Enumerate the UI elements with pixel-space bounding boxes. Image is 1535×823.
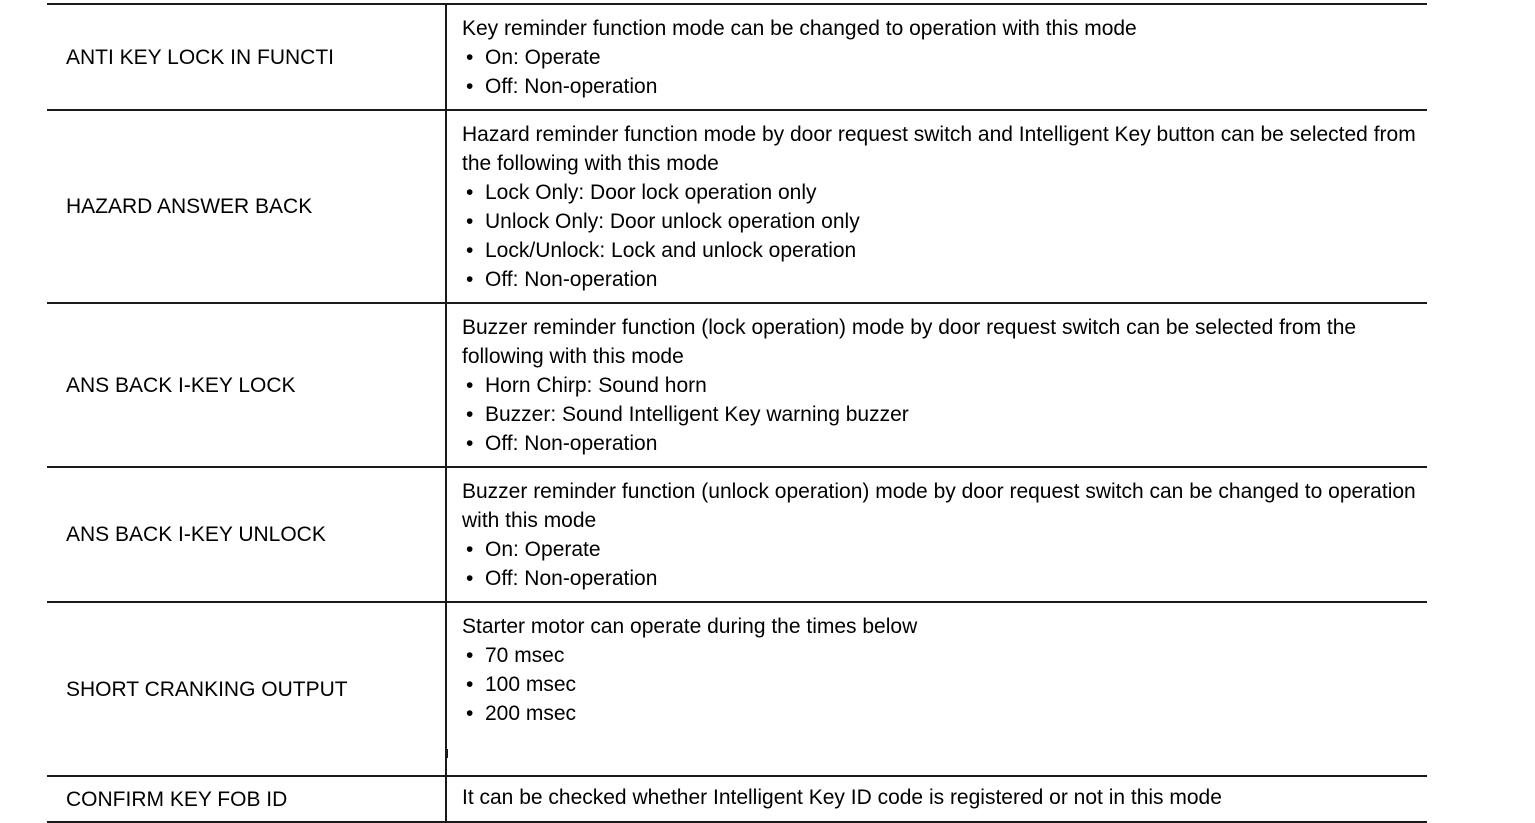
description-text: Key reminder function mode can be change… [462, 17, 1137, 40]
description-text: Buzzer reminder function (lock operation… [462, 316, 1357, 368]
option-label: 70 msec [485, 644, 565, 667]
option-label: Unlock Only: Door unlock operation only [485, 210, 860, 233]
option-label: Off: Non-operation [485, 567, 658, 590]
bullet-icon: • [466, 268, 474, 291]
next-row-partial [47, 749, 1427, 758]
item-name-label: SHORT CRANKING OUTPUT [66, 677, 348, 701]
list-item: • Lock/Unlock: Lock and unlock operation [462, 236, 1417, 265]
description-text: It can be checked whether Intelligent Ke… [462, 786, 1222, 809]
list-item: • Off: Non-operation [462, 564, 1417, 593]
option-list: • 70 msec • 100 msec • 200 msec [462, 641, 1417, 728]
bullet-icon: • [466, 75, 474, 98]
item-description-cell: Buzzer reminder function (unlock operati… [446, 466, 1427, 603]
option-list: • Horn Chirp: Sound horn • Buzzer: Sound I… [462, 371, 1417, 458]
list-item: • Off: Non-operation [462, 429, 1417, 458]
option-label: On: Operate [485, 46, 601, 69]
list-item: • Unlock Only: Door unlock operation only [462, 207, 1417, 236]
item-description-cell: Buzzer reminder function (lock operation… [446, 302, 1427, 468]
table-row: ANS BACK I-KEY UNLOCK Buzzer reminder fu… [47, 466, 1427, 603]
bullet-icon: • [466, 538, 474, 561]
column-divider-rule [446, 749, 448, 758]
table-row: ANS BACK I-KEY LOCK Buzzer reminder func… [47, 302, 1427, 468]
item-name-cell: ANTI KEY LOCK IN FUNCTI [47, 3, 447, 111]
work-support-item-table: ANTI KEY LOCK IN FUNCTI Key reminder fun… [47, 3, 1427, 823]
bullet-icon: • [466, 181, 474, 204]
list-item: • 200 msec [462, 699, 1417, 728]
description-text: Starter motor can operate during the tim… [462, 615, 918, 638]
bullet-icon: • [466, 673, 474, 696]
table-row: SHORT CRANKING OUTPUT Starter motor can … [47, 601, 1427, 777]
bullet-icon: • [466, 210, 474, 233]
item-name-label: ANS BACK I-KEY UNLOCK [66, 523, 326, 546]
option-label: Off: Non-operation [485, 432, 658, 455]
option-list: • On: Operate • Off: Non-operation [462, 535, 1417, 593]
option-label: 200 msec [485, 702, 577, 725]
list-item: • On: Operate [462, 535, 1417, 564]
bullet-icon: • [466, 432, 474, 455]
option-label: Lock/Unlock: Lock and unlock operation [485, 239, 857, 262]
item-name-cell: ANS BACK I-KEY UNLOCK [47, 466, 447, 603]
option-label: Off: Non-operation [485, 75, 658, 98]
table-row: CONFIRM KEY FOB ID It can be checked whe… [47, 775, 1427, 823]
table-row: HAZARD ANSWER BACK Hazard reminder funct… [47, 109, 1427, 304]
list-item: • Off: Non-operation [462, 72, 1417, 101]
bullet-icon: • [466, 644, 474, 667]
item-name-label: HAZARD ANSWER BACK [66, 195, 313, 218]
list-item: • On: Operate [462, 43, 1417, 72]
item-name-label: ANS BACK I-KEY LOCK [66, 373, 296, 397]
option-label: 100 msec [485, 673, 577, 696]
list-item: • Off: Non-operation [462, 265, 1417, 294]
list-item: • Lock Only: Door lock operation only [462, 178, 1417, 207]
item-name-label: CONFIRM KEY FOB ID [66, 787, 288, 811]
description-text: Hazard reminder function mode by door re… [462, 123, 1416, 175]
list-item: • 70 msec [462, 641, 1417, 670]
table-row: ANTI KEY LOCK IN FUNCTI Key reminder fun… [47, 3, 1427, 111]
option-list: • Lock Only: Door lock operation only • Un… [462, 178, 1417, 294]
item-name-cell: HAZARD ANSWER BACK [47, 109, 447, 304]
bullet-icon: • [466, 702, 474, 725]
description-text: Buzzer reminder function (unlock operati… [462, 480, 1416, 532]
bullet-icon: • [466, 403, 474, 426]
item-description-cell: Hazard reminder function mode by door re… [446, 109, 1427, 304]
item-name-cell: CONFIRM KEY FOB ID [47, 775, 447, 823]
option-list: • On: Operate • Off: Non-operation [462, 43, 1417, 101]
item-name-cell: SHORT CRANKING OUTPUT [47, 601, 447, 777]
list-item: • Horn Chirp: Sound horn [462, 371, 1417, 400]
option-label: Buzzer: Sound Intelligent Key warning bu… [485, 403, 909, 426]
option-label: Horn Chirp: Sound horn [485, 374, 707, 397]
option-label: On: Operate [485, 538, 601, 561]
document-page: ANTI KEY LOCK IN FUNCTI Key reminder fun… [47, 3, 1427, 823]
bullet-icon: • [466, 567, 474, 590]
item-description-cell: It can be checked whether Intelligent Ke… [446, 775, 1427, 823]
option-label: Lock Only: Door lock operation only [485, 181, 817, 204]
item-name-cell: ANS BACK I-KEY LOCK [47, 302, 447, 468]
bullet-icon: • [466, 46, 474, 69]
item-description-cell: Key reminder function mode can be change… [446, 3, 1427, 111]
item-name-label: ANTI KEY LOCK IN FUNCTI [66, 45, 334, 69]
option-label: Off: Non-operation [485, 268, 658, 291]
list-item: • 100 msec [462, 670, 1417, 699]
bullet-icon: • [466, 239, 474, 262]
table-body: ANTI KEY LOCK IN FUNCTI Key reminder fun… [47, 3, 1427, 823]
item-description-cell: Starter motor can operate during the tim… [446, 601, 1427, 777]
bullet-icon: • [466, 374, 474, 397]
list-item: • Buzzer: Sound Intelligent Key warning b… [462, 400, 1417, 429]
